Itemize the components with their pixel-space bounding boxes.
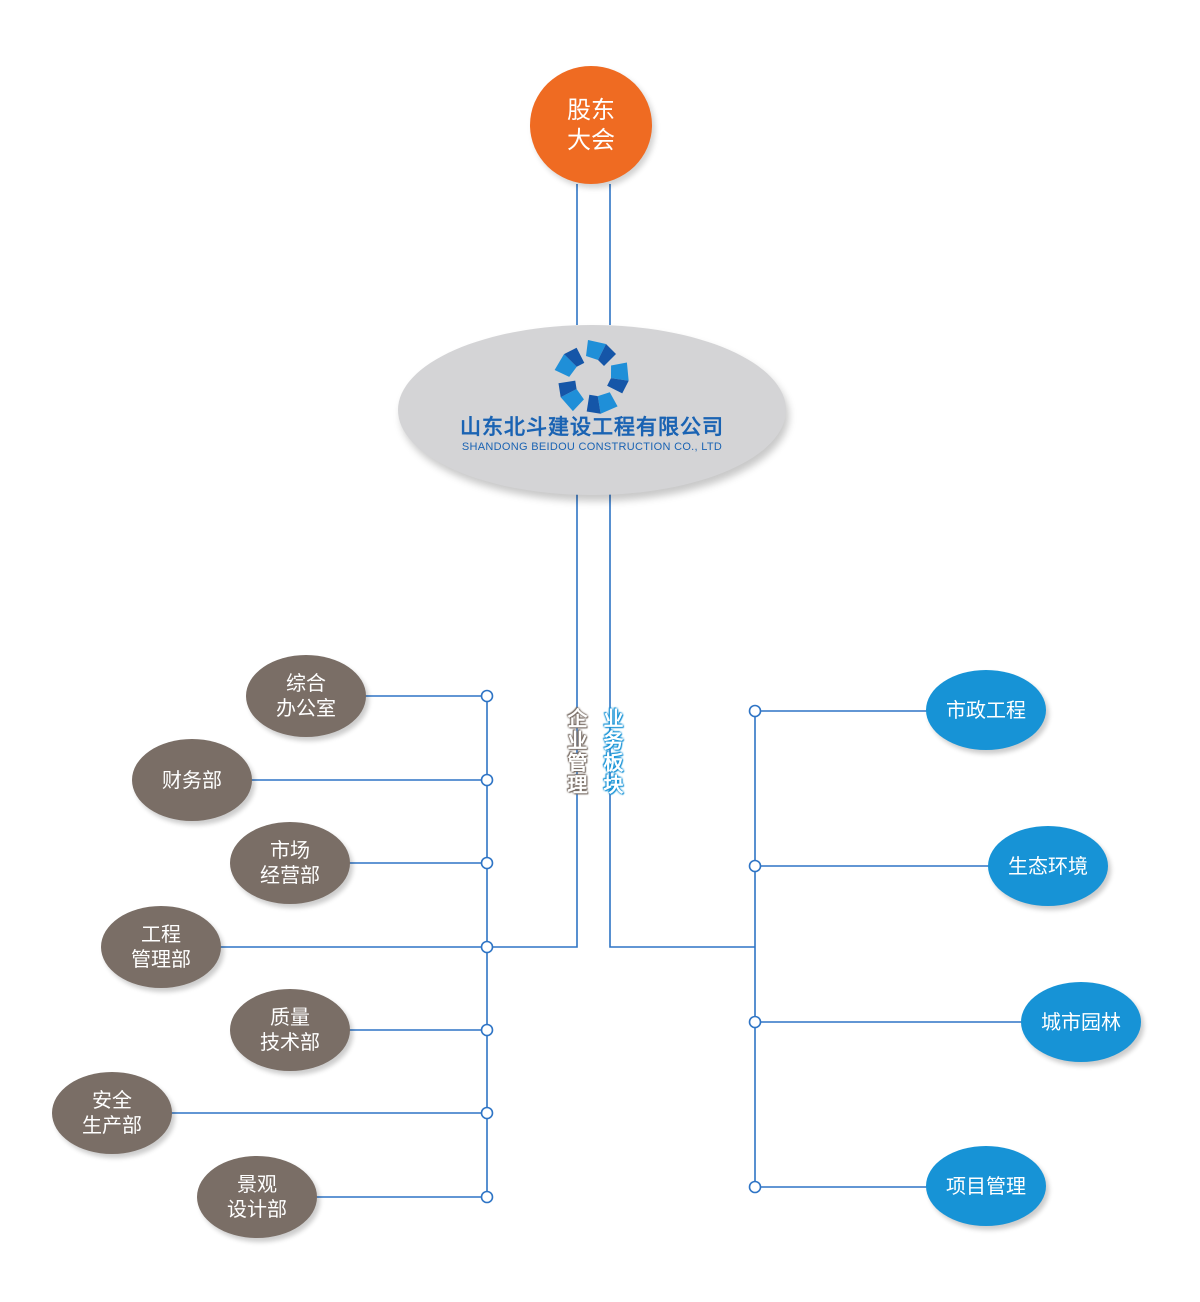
- dept-engineering-management: 工程 管理部: [101, 906, 221, 988]
- dept-label-line: 办公室: [276, 696, 336, 720]
- biz-municipal-engineering: 市政工程: [926, 670, 1046, 750]
- biz-urban-landscape: 城市园林: [1021, 982, 1141, 1062]
- company-name-cn: 山东北斗建设工程有限公司: [460, 415, 724, 439]
- top-node-line-2: 大会: [567, 126, 615, 154]
- biz-label: 市政工程: [946, 697, 1026, 722]
- dept-label-line: 设计部: [227, 1197, 287, 1221]
- connector-dot: [748, 1015, 762, 1029]
- connector-dot: [480, 689, 494, 703]
- connector-dot: [480, 1023, 494, 1037]
- biz-label: 生态环境: [1008, 853, 1088, 878]
- beidou-star-logo-icon: [554, 340, 629, 414]
- top-node-line-1: 股东: [567, 96, 615, 124]
- dept-label-line: 管理部: [131, 947, 191, 971]
- connector-dot: [748, 1180, 762, 1194]
- connector-dot: [480, 1106, 494, 1120]
- connector-dot: [480, 856, 494, 870]
- dept-finance: 财务部: [132, 739, 252, 821]
- dept-label-line: 工程: [141, 922, 181, 946]
- connector-dot: [480, 773, 494, 787]
- company-name-en: SHANDONG BEIDOU CONSTRUCTION CO., LTD: [461, 441, 723, 453]
- dept-label-line: 技术部: [260, 1030, 320, 1054]
- dept-landscape-design: 景观 设计部: [197, 1156, 317, 1238]
- management-branch-label: 企业管理: [564, 708, 588, 796]
- company-node: 山东北斗建设工程有限公司 SHANDONG BEIDOU CONSTRUCTIO…: [398, 325, 786, 495]
- biz-ecological-environment: 生态环境: [988, 826, 1108, 906]
- dept-marketing: 市场 经营部: [230, 822, 350, 904]
- shareholders-meeting-node: 股东 大会: [530, 66, 652, 184]
- dept-label-line: 景观: [237, 1172, 277, 1196]
- dept-general-office: 综合 办公室: [246, 655, 366, 737]
- dept-label-line: 经营部: [260, 863, 320, 887]
- business-branch-label: 业务板块: [600, 708, 624, 796]
- dept-label-line: 安全: [92, 1088, 132, 1112]
- biz-label: 项目管理: [946, 1173, 1026, 1198]
- connector-dot: [748, 859, 762, 873]
- dept-label-line: 综合: [286, 671, 326, 695]
- connector-dot: [748, 704, 762, 718]
- dept-safety-production: 安全 生产部: [52, 1072, 172, 1154]
- biz-project-management: 项目管理: [926, 1146, 1046, 1226]
- connector-dot: [480, 940, 494, 954]
- dept-label-line: 市场: [270, 838, 310, 862]
- dept-label-line: 质量: [270, 1005, 310, 1029]
- connector-dot: [480, 1190, 494, 1204]
- dept-quality-technology: 质量 技术部: [230, 989, 350, 1071]
- biz-label: 城市园林: [1041, 1009, 1121, 1034]
- dept-label-line: 生产部: [82, 1113, 142, 1137]
- dept-label-line: 财务部: [162, 767, 222, 792]
